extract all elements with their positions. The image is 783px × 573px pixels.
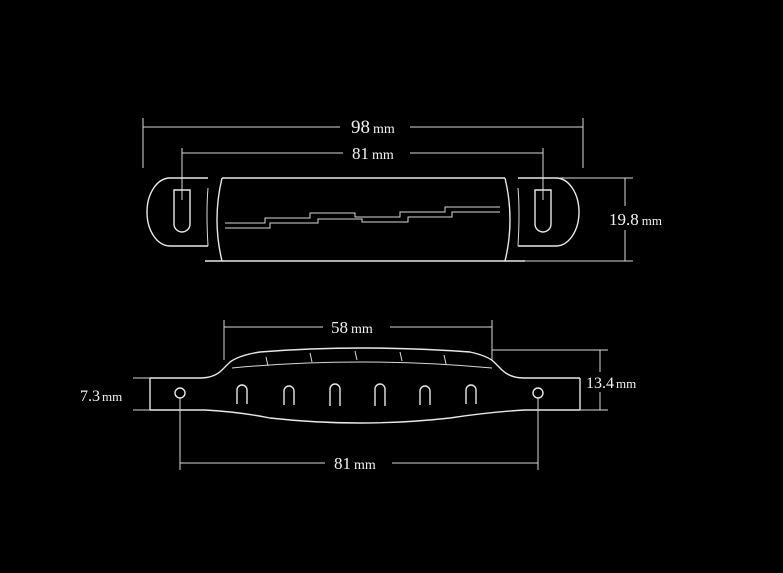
depth-unit: mm [642, 213, 662, 228]
saddle-divider [265, 356, 269, 367]
string-hole-5 [419, 385, 431, 405]
left-ear-outline [146, 177, 208, 247]
saddle-width-unit: mm [351, 322, 373, 337]
string-hole-1 [236, 384, 248, 404]
body-bottom-profile [150, 409, 580, 424]
saddle-divider [443, 354, 447, 365]
string-hole-2 [283, 385, 295, 405]
post-spacing-bottom-value: 81 [334, 454, 351, 473]
saddle-divider [309, 352, 313, 363]
right-ear-edge [517, 187, 520, 247]
string-slot-line-lower [225, 211, 500, 229]
left-ear-edge [206, 187, 209, 247]
overall-width-value: 98 [351, 117, 370, 138]
post-spacing-bottom-unit: mm [354, 458, 376, 473]
left-mounting-ear [146, 177, 209, 247]
right-slot [534, 189, 552, 233]
post-spacing-top-value: 81 [352, 144, 369, 163]
overall-height-value: 13.4 [586, 375, 614, 392]
left-slot [173, 189, 191, 233]
string-holes [236, 383, 477, 406]
right-post-hole [532, 387, 544, 399]
base-height-value: 7.3 [80, 388, 100, 405]
depth-value: 19.8 [609, 210, 639, 229]
string-hole-6 [465, 384, 477, 404]
saddle-divider [399, 351, 403, 362]
body-left-end [216, 177, 223, 262]
right-mounting-ear [517, 177, 580, 247]
string-slot-line-upper [225, 206, 500, 224]
saddle-width-value: 58 [331, 318, 348, 337]
saddle-ridge [231, 361, 493, 369]
tailpiece-body-top [205, 177, 525, 262]
body-right-end [504, 177, 511, 262]
tailpiece-body-side [149, 347, 581, 424]
string-hole-4 [374, 383, 386, 406]
string-hole-3 [329, 383, 341, 406]
overall-width-unit: mm [373, 122, 395, 137]
saddle-divider [354, 350, 358, 361]
body-top-profile [150, 347, 580, 379]
post-spacing-top-unit: mm [372, 148, 394, 163]
right-ear-outline [518, 177, 580, 247]
left-post-hole [174, 387, 186, 399]
overall-height-unit: mm [616, 376, 636, 391]
base-height-unit: mm [102, 389, 122, 404]
